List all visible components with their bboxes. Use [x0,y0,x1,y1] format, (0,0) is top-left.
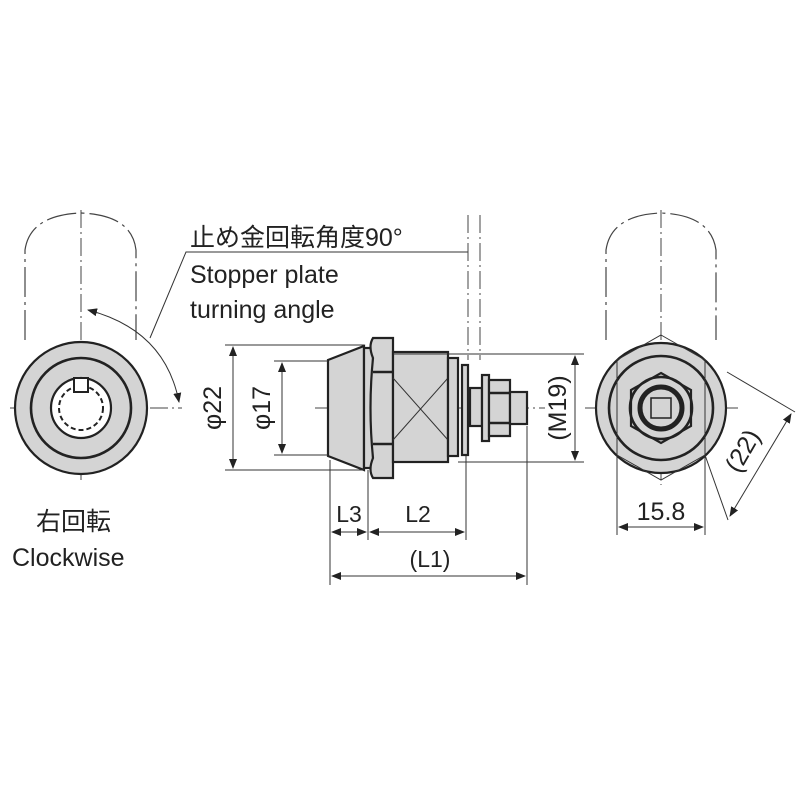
dim-thread: (M19) [544,375,572,440]
dim-outer-diameter: φ22 [199,386,227,430]
hex-nut [369,336,395,480]
rotation-label-en: Clockwise [12,544,125,572]
rear-view-right [585,210,796,535]
stopper-label-jp: 止め金回転角度90° [190,224,403,252]
leader-line [149,251,468,339]
stopper-label-en-1: Stopper plate [190,261,339,289]
dim-hex-flat: 15.8 [637,498,686,526]
stopper-plate-phantom [24,212,137,340]
dim-l2: L2 [405,501,431,527]
body [391,350,450,464]
bezel [326,344,366,472]
front-view-left [10,210,468,482]
side-view [225,215,584,585]
stopper-label-en-2: turning angle [190,296,335,324]
shaft-tip [508,390,529,426]
rotation-arrow [87,308,182,403]
dim-hex-corner: (22) [720,425,766,478]
rotation-label-jp: 右回転 [36,508,111,536]
dim-l1: (L1) [410,546,451,572]
small-nut [487,378,512,438]
stopper-plate [460,363,470,457]
dim-l3: L3 [336,501,362,527]
dim-inner-diameter: φ17 [248,386,276,430]
